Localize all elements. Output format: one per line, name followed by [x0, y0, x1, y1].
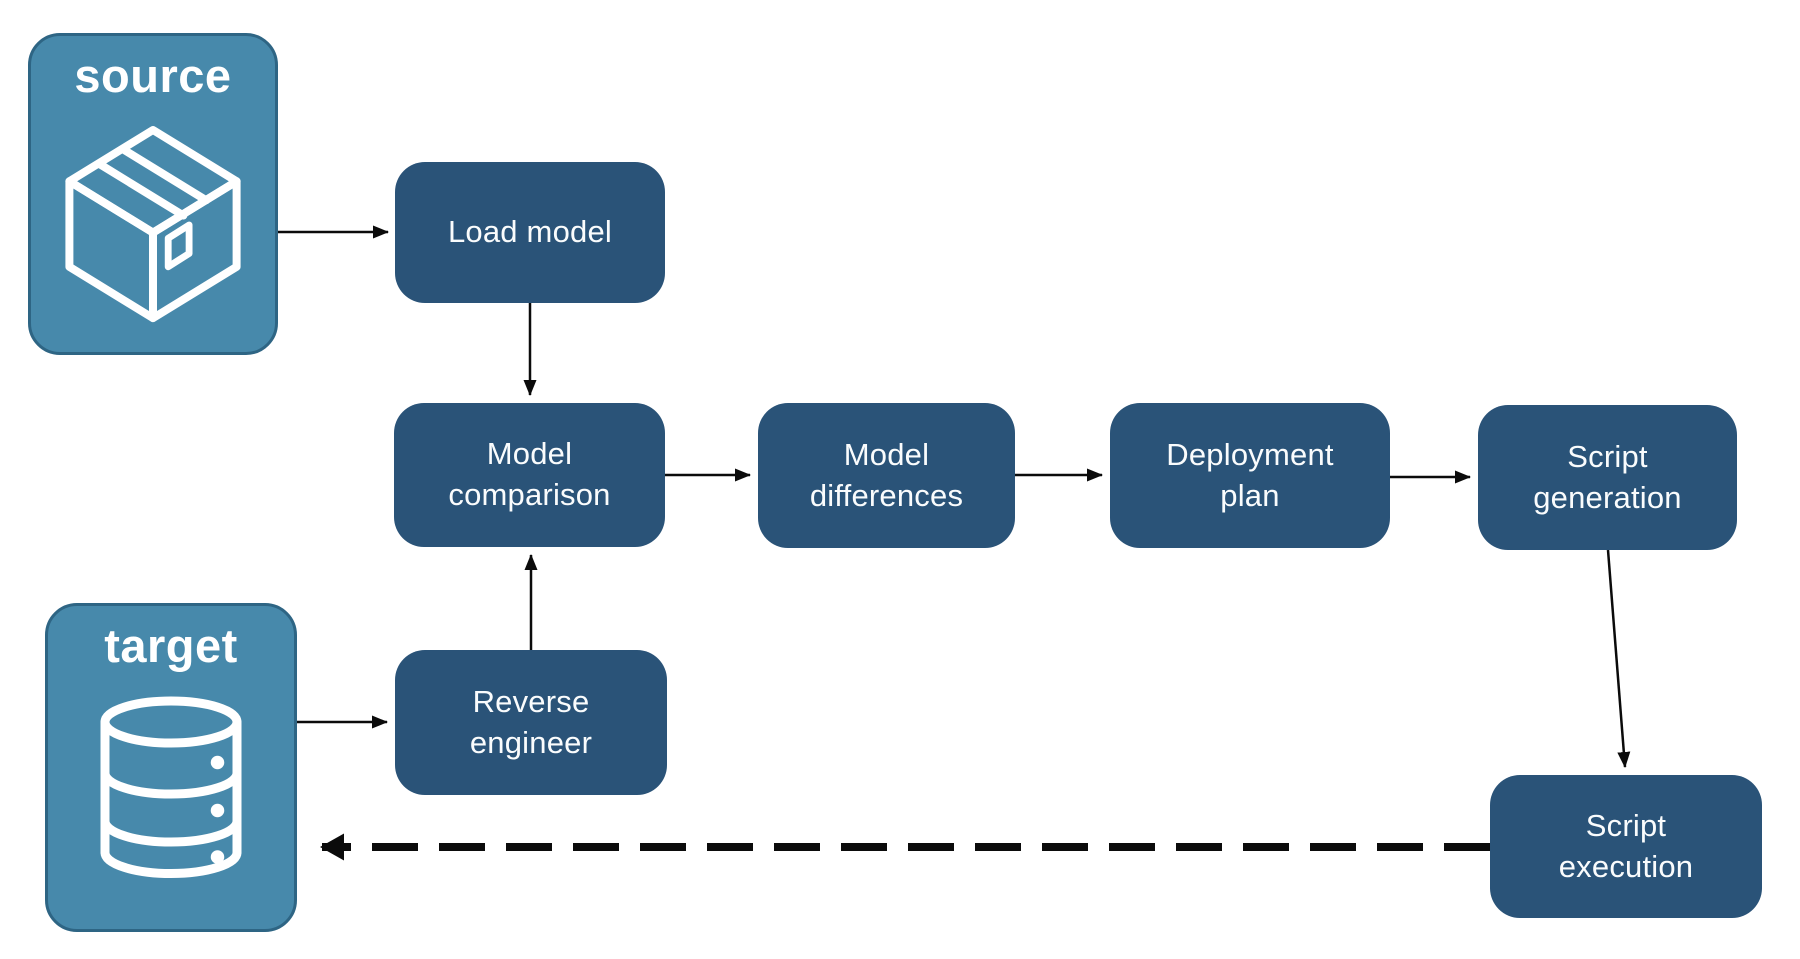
node-deployment-plan: Deployment plan: [1110, 403, 1390, 548]
node-model-differences: Model differences: [758, 403, 1015, 548]
source-box: source: [28, 33, 278, 355]
node-model-comparison: Model comparison: [394, 403, 665, 547]
source-label: source: [74, 49, 232, 102]
node-script-generation: Script generation: [1478, 405, 1737, 550]
target-label: target: [104, 619, 238, 672]
package-icon: [65, 126, 241, 323]
node-script-execution: Script execution: [1490, 775, 1762, 918]
database-icon: [100, 696, 242, 878]
target-box: target: [45, 603, 297, 932]
edge-script-generation-to-script-execution: [1606, 549, 1631, 768]
node-load-model: Load model: [395, 162, 665, 303]
node-reverse-engineer: Reverse engineer: [395, 650, 667, 795]
